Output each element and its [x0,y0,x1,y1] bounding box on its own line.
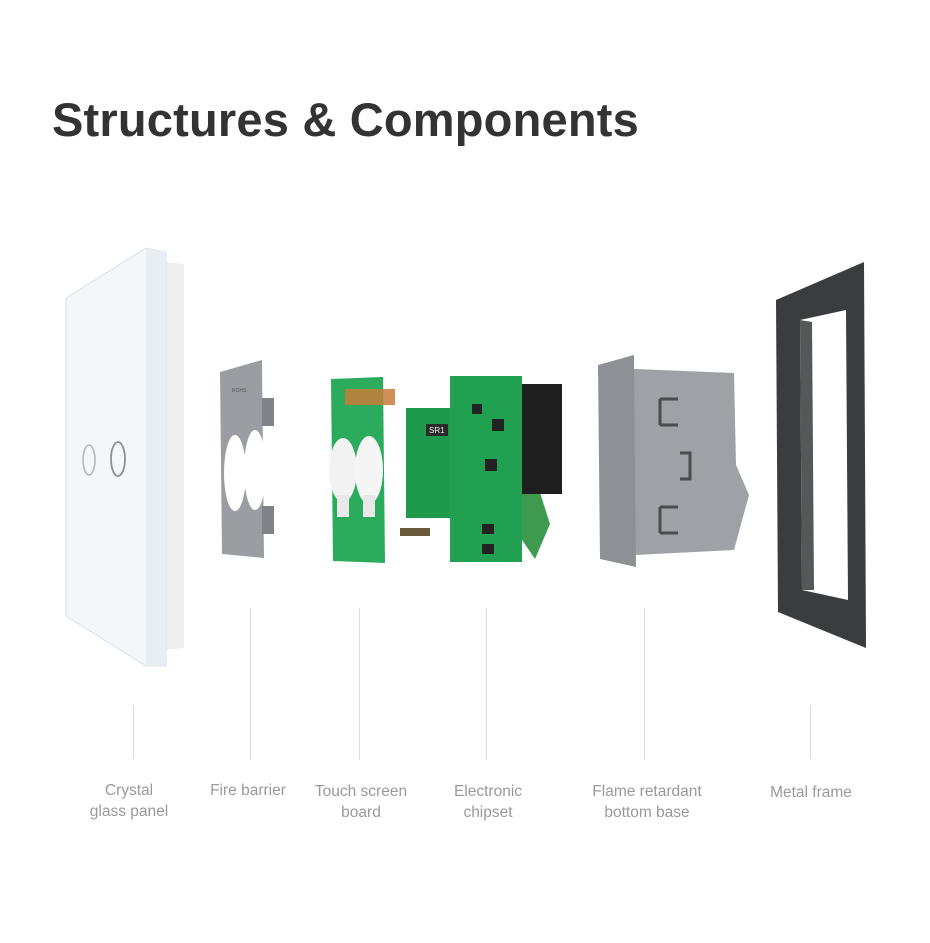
label-flame-retardant-bottom-base: Flame retardant bottom base [592,783,702,821]
label-fire-barrier: Fire barrier [210,782,286,799]
fire-barrier-image: ROHS [218,358,283,563]
label-touch-screen-board: Touch screen board [314,783,408,821]
leader-line-metal-frame [810,705,811,759]
leader-line-fire-barrier [250,608,251,760]
label-metal-frame: Metal frame [770,784,852,801]
svg-text:SR1: SR1 [429,426,445,435]
leader-line-touch-screen-board [359,608,360,760]
page-title: Structures & Components [52,93,639,146]
touch-screen-board-image [325,375,395,567]
leader-line-flame-retardant-bottom-base [644,608,645,760]
touch-button-1-icon [82,444,96,476]
flame-retardant-bottom-base-image [594,355,754,570]
crystal-glass-panel-image [62,246,192,671]
label-crystal-glass-panel: Crystal glass panel [89,782,169,820]
svg-text:ROHS: ROHS [232,388,247,394]
leader-line-electronic-chipset [486,608,487,760]
electronic-chipset-image: SR1 [400,374,575,569]
leader-line-crystal-glass-panel [133,705,134,759]
label-electronic-chipset: Electronic chipset [453,783,523,821]
metal-frame-image [770,260,870,652]
touch-button-2-icon [110,441,126,477]
